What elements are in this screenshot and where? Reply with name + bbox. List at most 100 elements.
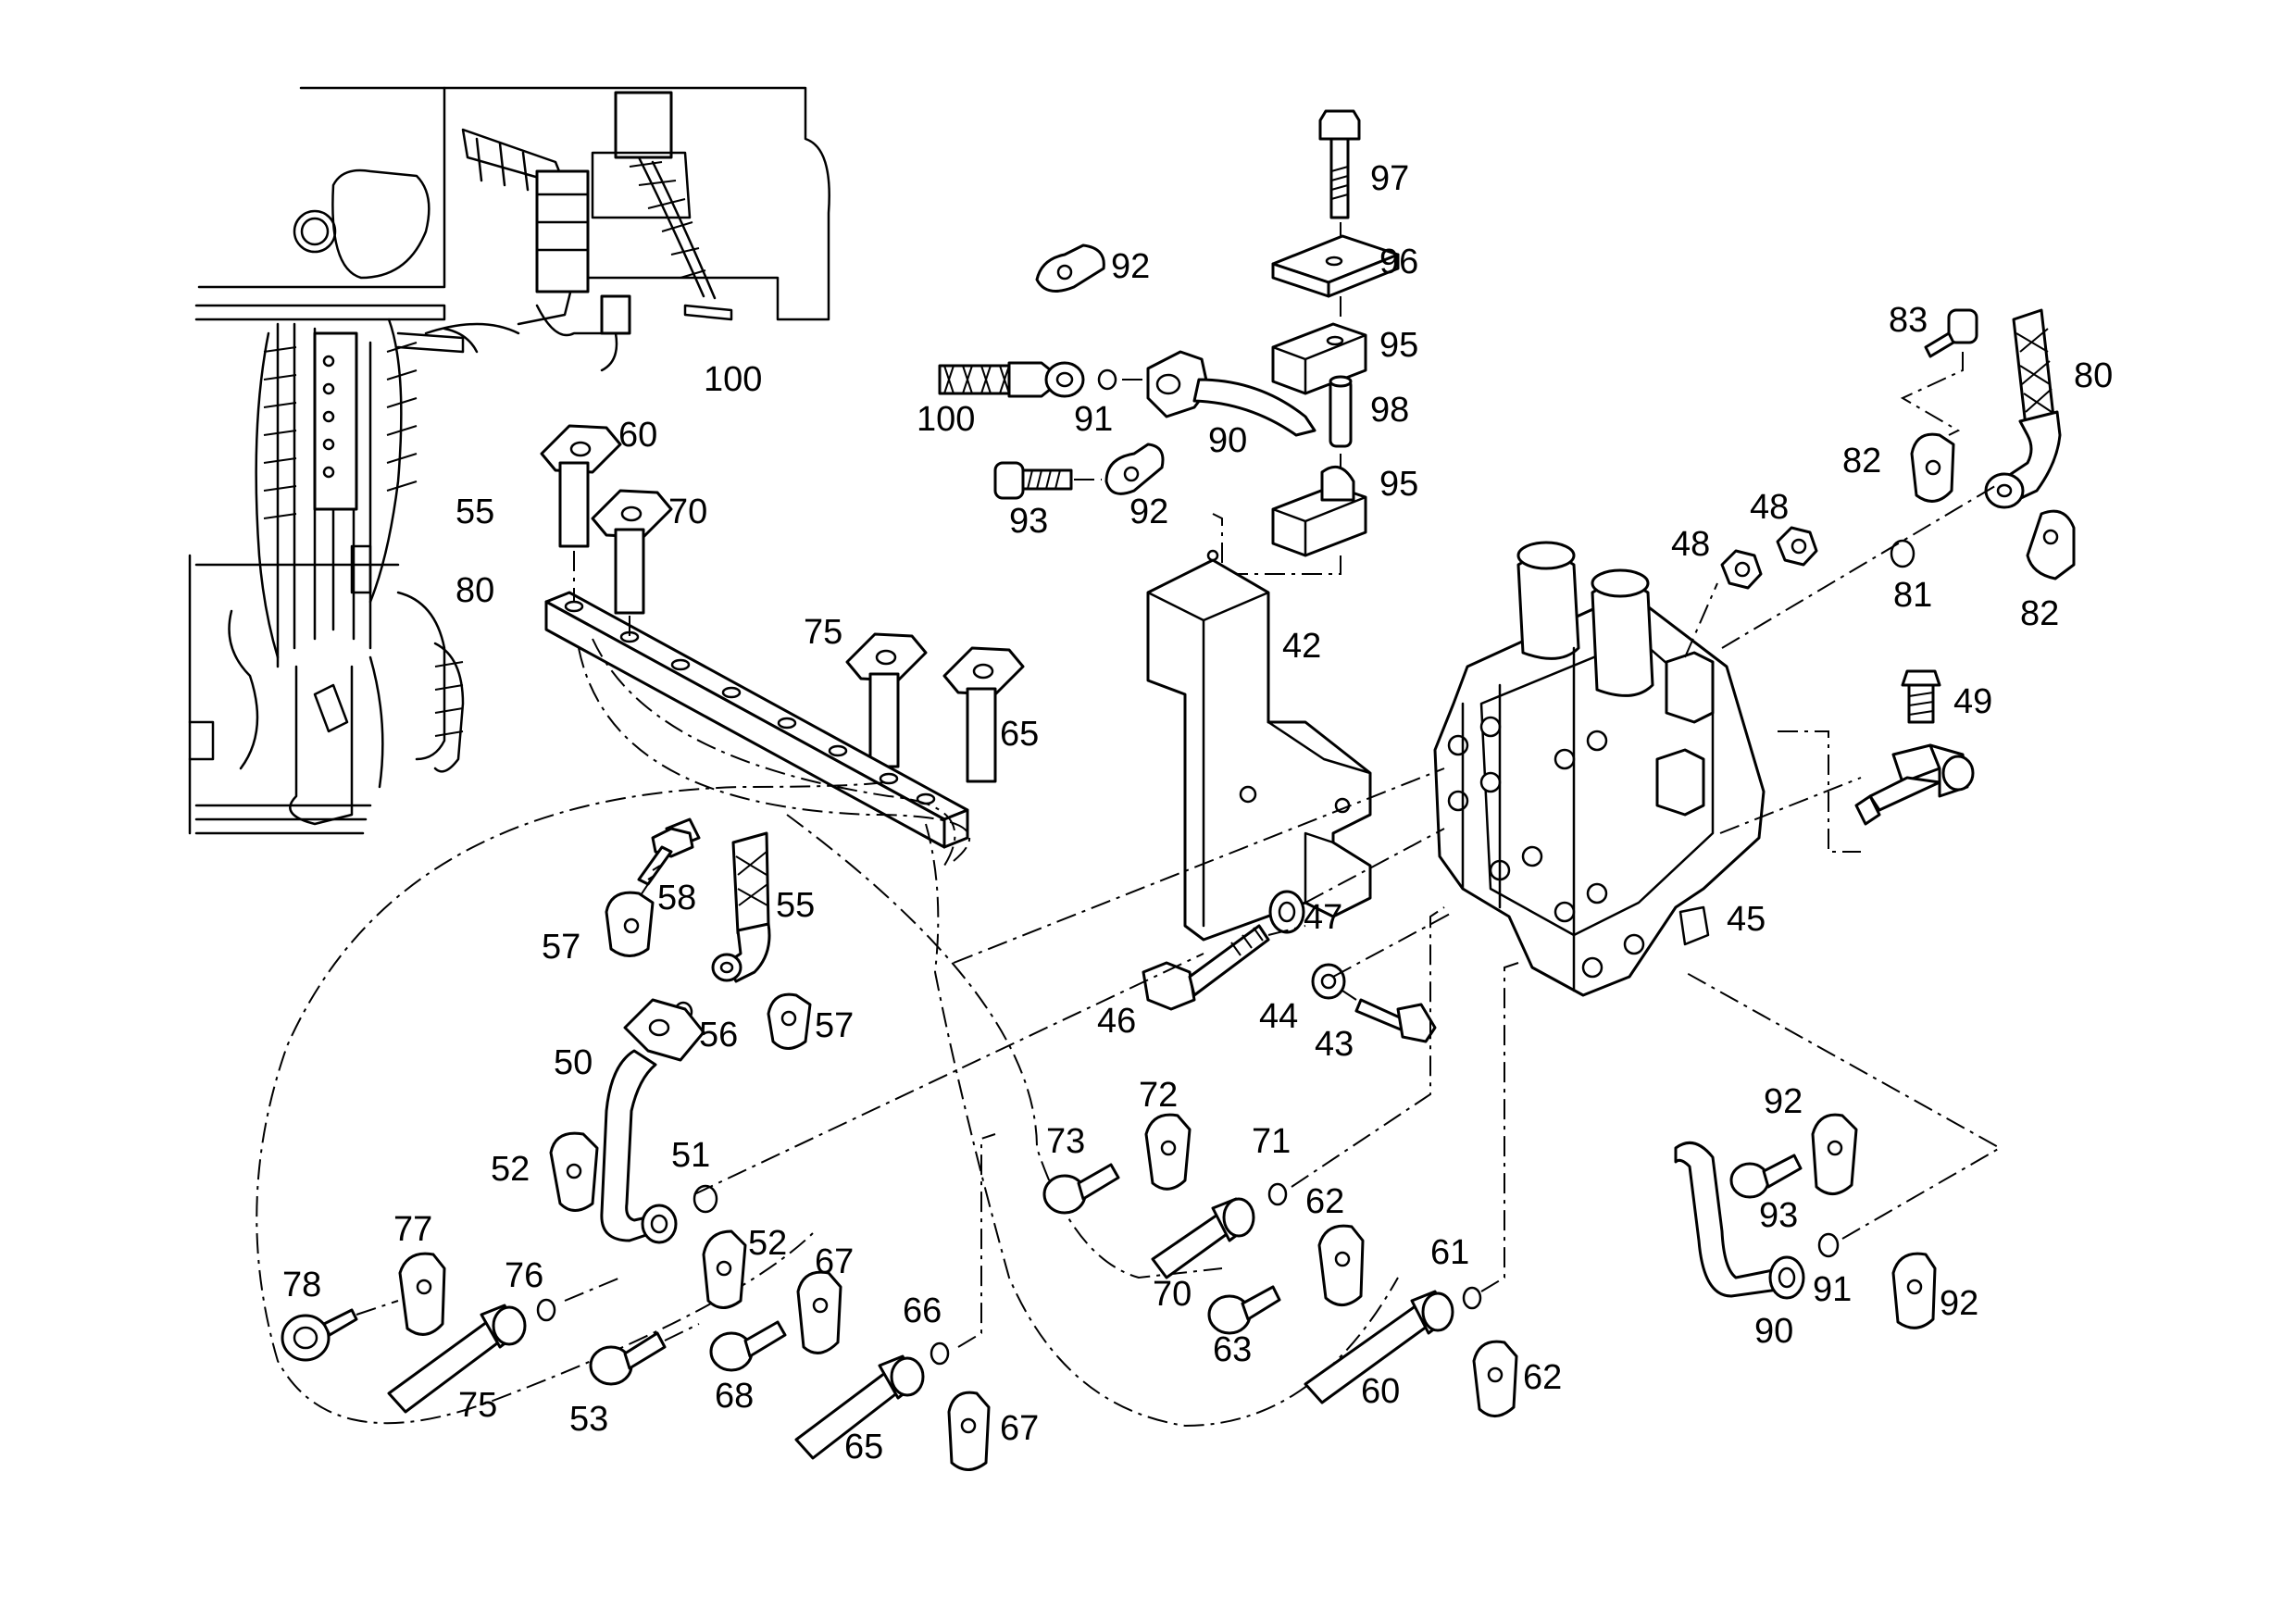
washer-47 (1268, 890, 1305, 934)
callout-57-upper: 57 (542, 928, 580, 967)
hose-80-right (1984, 308, 2062, 509)
callout-91-bottom: 91 (1813, 1270, 1852, 1309)
guide-line-loop-a (578, 647, 971, 862)
callout-92-top: 92 (1111, 247, 1150, 286)
callout-71: 71 (1252, 1122, 1291, 1161)
bolt-97 (1318, 109, 1361, 219)
clamp-82-upper (1910, 432, 1955, 503)
bolt-58 (637, 817, 701, 886)
nut-48-outer (1776, 526, 1818, 567)
tube-60-bottom (1304, 1290, 1454, 1404)
o-ring-76 (536, 1298, 556, 1322)
callout-49: 49 (1953, 682, 1992, 721)
manifold-bar (544, 591, 969, 849)
callout-44: 44 (1259, 997, 1298, 1036)
tube-75-bottom (387, 1304, 527, 1414)
callout-72: 72 (1139, 1076, 1178, 1115)
pipe-50 (600, 998, 705, 1244)
callout-83: 83 (1889, 301, 1928, 340)
bolt-46 (1142, 924, 1270, 1011)
hose-55-mid (711, 831, 771, 983)
callout-58: 58 (657, 879, 696, 917)
flange-65-top (942, 646, 1025, 783)
callout-90-bottom: 90 (1754, 1312, 1793, 1351)
callout-97: 97 (1370, 159, 1409, 198)
bolt-63 (1207, 1285, 1281, 1335)
callout-42: 42 (1282, 627, 1321, 666)
tractor-assembly-inset (188, 86, 830, 835)
clamp-57-upper (605, 891, 655, 957)
bolt-78 (281, 1308, 358, 1362)
callout-92-bottom-upper: 92 (1764, 1082, 1803, 1121)
o-ring-81 (1890, 539, 1915, 568)
pipe-90-bottom (1674, 1141, 1805, 1300)
callout-65-top: 65 (1000, 715, 1039, 754)
clamp-52-lower (702, 1229, 747, 1309)
hose-100-top (938, 361, 1085, 398)
callout-53: 53 (569, 1400, 608, 1439)
bolt-83 (1924, 308, 1978, 358)
clamp-67-upper (796, 1270, 842, 1354)
clamp-72 (1144, 1113, 1192, 1191)
guide-line-loop-c (256, 781, 885, 1425)
callout-63: 63 (1213, 1330, 1252, 1369)
guide-line-loop-b (592, 638, 956, 867)
callout-47: 47 (1304, 898, 1342, 937)
callout-57-lower: 57 (815, 1006, 854, 1045)
callout-96: 96 (1379, 243, 1418, 281)
o-ring-71 (1267, 1182, 1288, 1206)
callout-52-lower: 52 (748, 1224, 787, 1263)
pin-98 (1329, 375, 1353, 448)
clamp-half-95-lower (1271, 465, 1367, 557)
callout-75-top: 75 (804, 613, 842, 652)
washer-44 (1311, 963, 1346, 1000)
callout-100-top: 100 (917, 400, 975, 439)
callout-68: 68 (715, 1377, 754, 1416)
callout-62-lower: 62 (1523, 1358, 1562, 1397)
o-ring-66 (930, 1341, 950, 1366)
callout-51: 51 (671, 1136, 710, 1175)
clamp-92-top (1035, 243, 1105, 293)
clamp-82-lower (2026, 509, 2076, 580)
callout-45: 45 (1727, 900, 1766, 939)
callout-48-left: 48 (1671, 525, 1710, 564)
o-ring-51 (693, 1184, 718, 1214)
callout-90-top: 90 (1208, 421, 1247, 460)
callout-73: 73 (1046, 1122, 1085, 1161)
clamp-77 (398, 1252, 446, 1336)
callout-labels: 97 96 95 98 95 92 100 91 90 93 92 100 55… (282, 159, 2113, 1466)
callout-78: 78 (282, 1266, 321, 1304)
bolt-53 (589, 1331, 667, 1386)
clamp-62-upper (1317, 1224, 1365, 1306)
clamp-57-lower (767, 992, 812, 1050)
callout-55-mid: 55 (776, 886, 815, 925)
callout-95-upper: 95 (1379, 326, 1418, 365)
guide-line-loop-d (925, 823, 1399, 1428)
callout-60-top: 60 (618, 416, 657, 455)
callout-66: 66 (903, 1291, 942, 1330)
fitting-49 (1901, 669, 1941, 724)
clamp-92-bottom-lower (1891, 1252, 1937, 1329)
flange-75-top (845, 632, 928, 768)
callout-81: 81 (1893, 576, 1932, 615)
callout-65-bottom: 65 (844, 1428, 883, 1466)
plate-96 (1271, 234, 1400, 298)
bolt-73 (1042, 1163, 1120, 1215)
callout-60-bottom: 60 (1361, 1372, 1400, 1411)
nut-48-inner (1720, 549, 1763, 590)
callout-93-top: 93 (1009, 502, 1048, 541)
callout-46: 46 (1097, 1002, 1136, 1041)
callout-62-upper: 62 (1305, 1182, 1344, 1221)
callout-80-inset: 80 (455, 571, 494, 610)
callout-76: 76 (505, 1256, 543, 1295)
callout-67-upper: 67 (815, 1242, 854, 1281)
o-ring-91-bottom (1817, 1232, 1840, 1258)
callout-70-top: 70 (668, 493, 707, 531)
guide-line-loop-e (786, 814, 1223, 1279)
callout-70-bottom: 70 (1153, 1275, 1192, 1314)
callout-75-bottom: 75 (458, 1386, 497, 1425)
control-valve-45 (1433, 541, 1766, 997)
callout-50: 50 (554, 1043, 593, 1082)
callout-95-lower: 95 (1379, 465, 1418, 504)
callout-55-inset: 55 (455, 493, 494, 531)
